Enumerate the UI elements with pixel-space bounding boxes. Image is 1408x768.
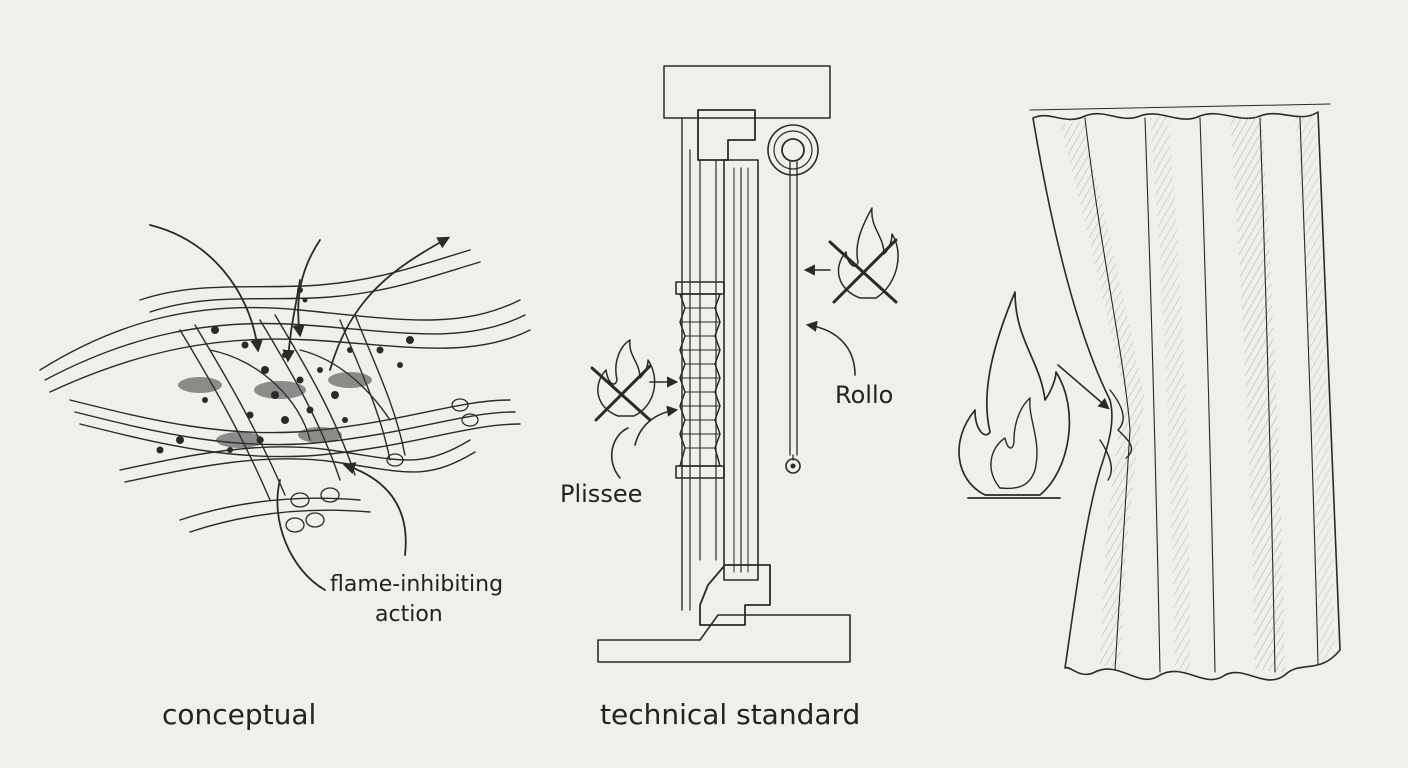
flame-crossed-icon — [828, 207, 899, 304]
woven-fiber-illustration — [39, 224, 531, 591]
label-rollo: Rollo — [835, 381, 893, 409]
flame-crossed-icon — [590, 339, 656, 422]
action-label: action — [375, 602, 443, 627]
curtain-icon — [1029, 103, 1341, 681]
window-frame-icon — [597, 65, 851, 663]
pleated-blind-icon — [675, 281, 725, 479]
roller-blind-icon — [767, 124, 819, 474]
caption-technical-standard: technical standard — [600, 698, 860, 731]
arrows — [611, 264, 856, 479]
caption-conceptual: conceptual — [162, 698, 316, 731]
flame-inhibiting-label: flame-inhibiting — [330, 572, 503, 597]
label-plissee: Plissee — [560, 480, 642, 508]
flame-icon — [958, 291, 1110, 499]
